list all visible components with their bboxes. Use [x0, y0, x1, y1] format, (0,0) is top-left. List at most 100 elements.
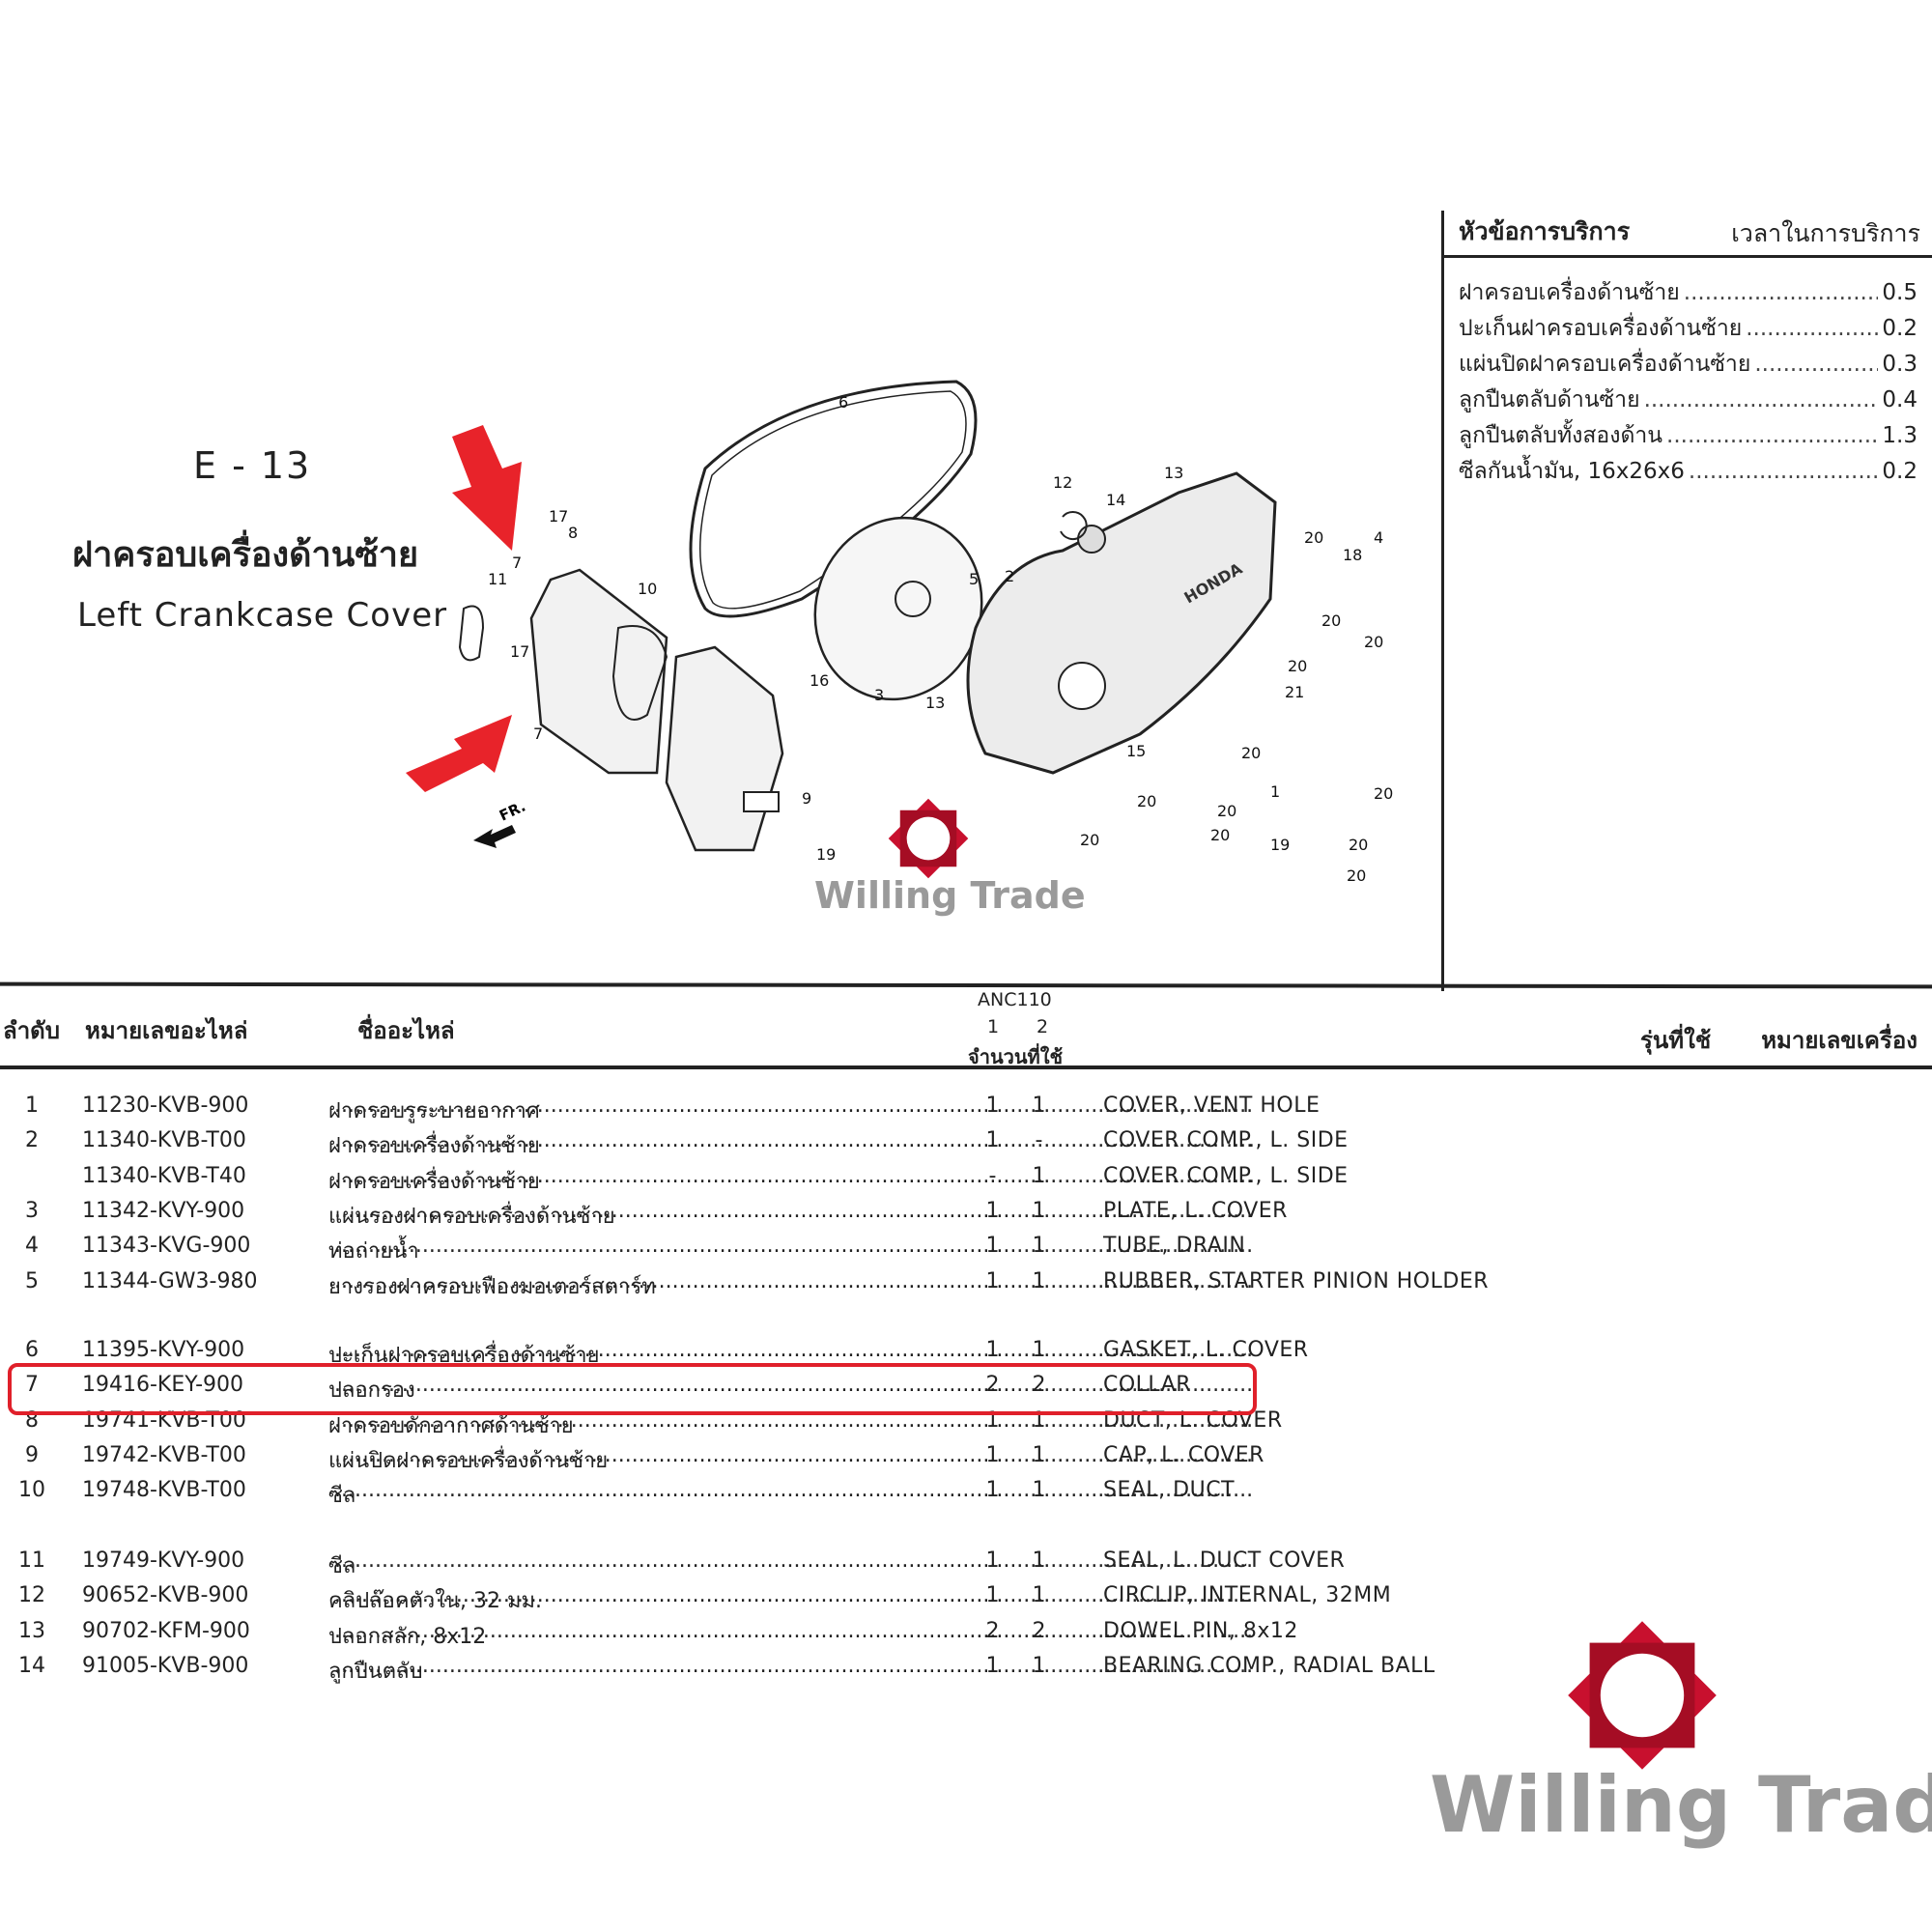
part-name-en: COVER COMP., L. SIDE: [1103, 1164, 1349, 1188]
cap-shape: [665, 645, 784, 852]
service-time: 0.3: [1882, 352, 1918, 377]
service-time: 0.4: [1882, 387, 1918, 412]
table-row[interactable]: 2 11340-KVB-T00 ฝาครอบเครื่องด้านซ้าย 1 …: [0, 1128, 1546, 1161]
leader-dots: [1666, 423, 1878, 448]
row-no: 2: [25, 1128, 39, 1152]
row-no: 9: [25, 1443, 39, 1467]
callout-number: 20: [1347, 867, 1366, 885]
row-no: 13: [18, 1619, 45, 1643]
callout-number: 20: [1217, 802, 1236, 820]
col-header-qty: จำนวนที่ใช้: [968, 1045, 1064, 1068]
qty-variant-1: 1: [985, 1548, 1000, 1573]
callout-number: 15: [1126, 742, 1146, 760]
row-no: 5: [25, 1269, 39, 1293]
table-row[interactable]: 12 90652-KVB-900 คลิปล๊อคตัวใน, 32 มม. 1…: [0, 1583, 1546, 1616]
qty-variant-1: 1: [985, 1128, 1000, 1152]
leader-dots: [1689, 459, 1879, 484]
qty-variant-2: 1: [1032, 1269, 1046, 1293]
table-row[interactable]: 1 11230-KVB-900 ฝาครอบรูระบายอากาศ 1 1 C…: [0, 1094, 1546, 1126]
row-no: 1: [25, 1094, 39, 1118]
qty-variant-1: 1: [985, 1094, 1000, 1118]
callout-number: 20: [1137, 792, 1156, 810]
part-name-en: GASKET, L. COVER: [1103, 1338, 1309, 1362]
qty-variant-2: 1: [1032, 1199, 1046, 1223]
callout-number: 7: [512, 554, 522, 572]
page-code: E - 13: [193, 444, 312, 487]
service-time: 1.3: [1882, 423, 1918, 448]
callout-number: 5: [969, 570, 979, 588]
row-no: 14: [18, 1654, 45, 1678]
table-row[interactable]: 5 11344-GW3-980 ยางรองฝาครอบเฟืองมอเตอร์…: [0, 1269, 1546, 1302]
service-topic-header: หัวข้อการบริการ: [1459, 217, 1631, 245]
service-topic: ลูกปืนตลับด้านซ้าย: [1459, 387, 1640, 412]
row-no: 12: [18, 1583, 45, 1607]
qty-variant-1: 2: [985, 1373, 1000, 1397]
leader-dots: [1684, 280, 1879, 305]
service-topic: แผ่นปิดฝาครอบเครื่องด้านซ้าย: [1459, 352, 1751, 377]
callout-number: 17: [549, 507, 568, 526]
part-number: 19416-KEY-900: [82, 1373, 244, 1397]
part-number: 11340-KVB-T40: [82, 1164, 246, 1188]
part-number: 11230-KVB-900: [82, 1094, 249, 1118]
qty-variant-1: 1: [985, 1443, 1000, 1467]
part-name-en: PLATE, L. COVER: [1103, 1199, 1288, 1223]
table-row-highlighted[interactable]: 7 19416-KEY-900 ปลอกรอง 2 2 COLLAR: [0, 1373, 1546, 1406]
callout-number: 20: [1210, 826, 1230, 844]
qty-variant-1: 2: [985, 1619, 1000, 1643]
willing-trade-logo-icon: [1568, 1621, 1717, 1770]
table-row[interactable]: 8 19741-KVB-T00 ฝาครอบดักอากาศด้านซ้าย 1…: [0, 1408, 1546, 1441]
part-name-en: SEAL, DUCT: [1103, 1478, 1236, 1502]
front-arrow-icon: [473, 825, 516, 848]
callout-number: 1: [1270, 782, 1280, 801]
part-name-en: BEARING COMP., RADIAL BALL: [1103, 1654, 1435, 1678]
qty-variant-2: 1: [1032, 1338, 1046, 1362]
callout-number: 2: [1005, 567, 1014, 585]
table-row[interactable]: 11 19749-KVY-900 ซีล 1 1 SEAL, L. DUCT C…: [0, 1548, 1546, 1581]
table-header-rule: [0, 1065, 1932, 1069]
callout-number: 13: [1164, 464, 1183, 482]
part-number: 19748-KVB-T00: [82, 1478, 246, 1502]
part-number: 11395-KVY-900: [82, 1338, 245, 1362]
part-number: 11344-GW3-980: [82, 1269, 258, 1293]
logo-text: Willing Trade: [1430, 1760, 1932, 1850]
callout-number: 17: [510, 642, 529, 661]
table-row[interactable]: 11340-KVB-T40 ฝาครอบเครื่องด้านซ้าย - 1 …: [0, 1164, 1546, 1197]
part-number: 91005-KVB-900: [82, 1654, 249, 1678]
callout-number: 19: [1270, 836, 1290, 854]
table-row[interactable]: 13 90702-KFM-900 ปลอกสลัก, 8x12 2 2 DOWE…: [0, 1619, 1546, 1652]
col-header-model-used: รุ่นที่ใช้: [1640, 1027, 1712, 1054]
qty-variant-2: 1: [1032, 1094, 1046, 1118]
service-time-header: เวลาในการบริการ: [1731, 219, 1920, 247]
part-name-en: TUBE, DRAIN: [1103, 1234, 1246, 1258]
service-topic: ปะเก็นฝาครอบเครื่องด้านซ้าย: [1459, 316, 1743, 341]
callout-number: 11: [488, 570, 507, 588]
red-arrow-icon: [452, 425, 522, 551]
callout-number: 12: [1053, 473, 1072, 492]
highlight-box: [8, 1363, 1257, 1415]
variant-1-header: 1: [987, 1016, 1000, 1037]
part-number: 11342-KVY-900: [82, 1199, 245, 1223]
qty-variant-2: 2: [1032, 1619, 1046, 1643]
service-topic: ซีลกันน้ำมัน, 16x26x6: [1459, 459, 1685, 484]
table-row[interactable]: 10 19748-KVB-T00 ซีล 1 1 SEAL, DUCT: [0, 1478, 1546, 1511]
table-row[interactable]: 3 11342-KVY-900 แผ่นรองฝาครอบเครื่องด้าน…: [0, 1199, 1546, 1232]
row-no: 7: [25, 1373, 39, 1397]
qty-variant-1: 1: [985, 1269, 1000, 1293]
table-row[interactable]: 14 91005-KVB-900 ลูกปืนตลับ 1 1 BEARING …: [0, 1654, 1546, 1687]
crankcase-cover-shape: [966, 471, 1277, 775]
red-arrow-icon: [406, 715, 512, 792]
service-item: ลูกปืนตลับทั้งสองด้าน1.3: [1459, 418, 1918, 453]
page-title-en: Left Crankcase Cover: [77, 596, 448, 635]
variant-2-header: 2: [1037, 1016, 1049, 1037]
qty-variant-2: -: [1035, 1128, 1043, 1152]
service-item: ฝาครอบเครื่องด้านซ้าย0.5: [1459, 275, 1918, 310]
service-item: แผ่นปิดฝาครอบเครื่องด้านซ้าย 0.3: [1459, 347, 1918, 382]
row-no: 3: [25, 1199, 39, 1223]
table-row[interactable]: 4 11343-KVG-900 ท่อถ่ายน้ำ 1 1 TUBE, DRA…: [0, 1234, 1546, 1266]
table-row[interactable]: 9 19742-KVB-T00 แผ่นปิดฝาครอบเครื่องด้าน…: [0, 1443, 1546, 1476]
row-no: 11: [18, 1548, 45, 1573]
qty-variant-1: 1: [985, 1338, 1000, 1362]
callout-number: 20: [1374, 784, 1393, 803]
col-header-part-no: หมายเลขอะไหล่: [85, 1017, 248, 1044]
callout-labels: 1234567789101112131314151617171819192020…: [488, 393, 1393, 885]
